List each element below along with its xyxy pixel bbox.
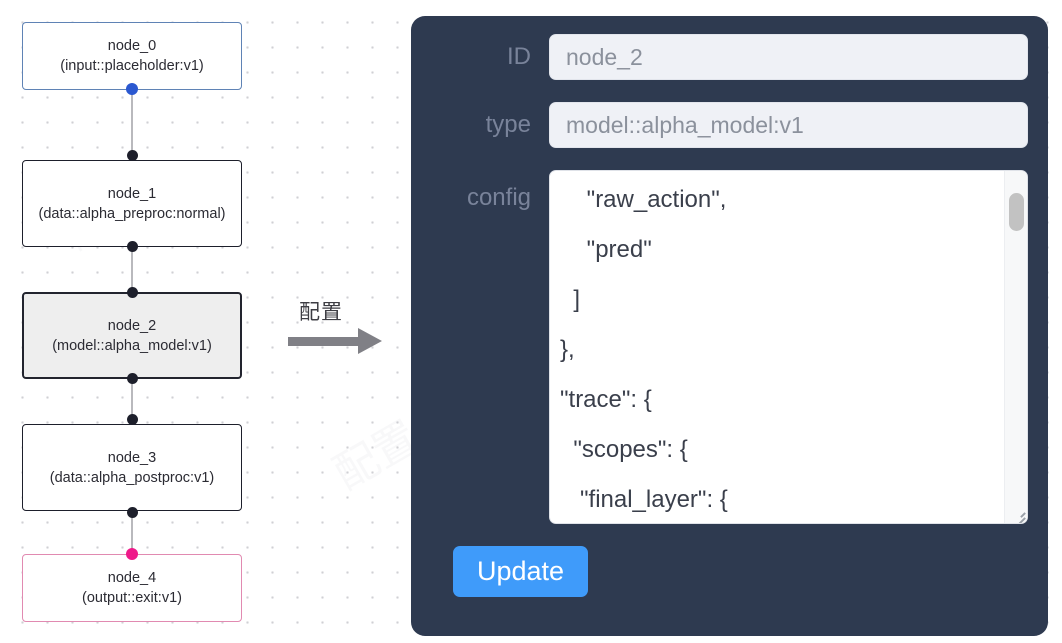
graph-node-node_4[interactable]: node_4 (output::exit:v1) xyxy=(22,554,242,622)
node-id-label: node_3 xyxy=(107,449,157,466)
field-row-id: ID node_2 xyxy=(431,34,1028,80)
type-input[interactable]: model::alpha_model:v1 xyxy=(549,102,1028,148)
config-textarea-content[interactable]: "raw_action", "pred" ] }, "trace": { "sc… xyxy=(560,186,728,513)
config-scrollbar-thumb[interactable] xyxy=(1009,193,1024,231)
node-handle-source-node_2[interactable] xyxy=(126,373,138,384)
node-id-label: node_4 xyxy=(107,570,157,586)
arrow-head-icon xyxy=(358,328,382,354)
panel-actions: Update xyxy=(431,546,1028,597)
node-handle-target-node_4[interactable] xyxy=(126,548,138,560)
arrow-right-icon xyxy=(288,337,360,346)
node-handle-target-node_1[interactable] xyxy=(126,150,138,161)
node-handle-source-node_3[interactable] xyxy=(126,507,138,518)
node-type-label: (data::alpha_preproc:normal) xyxy=(38,205,226,222)
graph-node-node_1[interactable]: node_1 (data::alpha_preproc:normal) xyxy=(22,160,242,247)
config-textarea[interactable]: "raw_action", "pred" ] }, "trace": { "sc… xyxy=(549,170,1028,524)
transition-arrow-group: 配置 xyxy=(288,296,398,358)
node-type-label: (input::placeholder:v1) xyxy=(60,58,204,74)
node-id-label: node_1 xyxy=(107,185,157,202)
id-input[interactable]: node_2 xyxy=(549,34,1028,80)
graph-node-node_3[interactable]: node_3 (data::alpha_postproc:v1) xyxy=(22,424,242,511)
node-handle-source-node_0[interactable] xyxy=(126,83,138,95)
graph-node-node_2[interactable]: node_2 (model::alpha_model:v1) xyxy=(22,292,242,379)
edge-node2-node3 xyxy=(131,376,133,422)
config-textarea-scrollbar[interactable] xyxy=(1004,171,1027,523)
arrow-label: 配置 xyxy=(299,301,343,324)
node-handle-source-node_1[interactable] xyxy=(126,241,138,252)
node-id-label: node_0 xyxy=(107,38,157,54)
node-handle-target-node_2[interactable] xyxy=(126,287,138,298)
node-type-label: (data::alpha_postproc:v1) xyxy=(49,469,215,486)
node-id-label: node_2 xyxy=(107,317,157,334)
edge-node1-node2 xyxy=(131,246,133,294)
node-type-label: (output::exit:v1) xyxy=(82,590,182,606)
flow-graph: node_0 (input::placeholder:v1) node_1 (d… xyxy=(0,0,400,643)
config-field-label: config xyxy=(466,184,531,211)
type-field-label: type xyxy=(485,111,531,138)
field-row-type: type model::alpha_model:v1 xyxy=(431,102,1028,148)
node-type-label: (model::alpha_model:v1) xyxy=(52,337,212,354)
update-button[interactable]: Update xyxy=(453,546,589,597)
edge-node0-node1 xyxy=(131,88,133,160)
field-row-config: config "raw_action", "pred" ] }, "trace"… xyxy=(431,170,1028,524)
edge-node3-node4 xyxy=(131,512,133,550)
node-config-panel: ID node_2 type model::alpha_model:v1 con… xyxy=(411,16,1048,636)
id-field-label: ID xyxy=(507,43,531,70)
node-handle-target-node_3[interactable] xyxy=(126,414,138,425)
graph-node-node_0[interactable]: node_0 (input::placeholder:v1) xyxy=(22,22,242,90)
